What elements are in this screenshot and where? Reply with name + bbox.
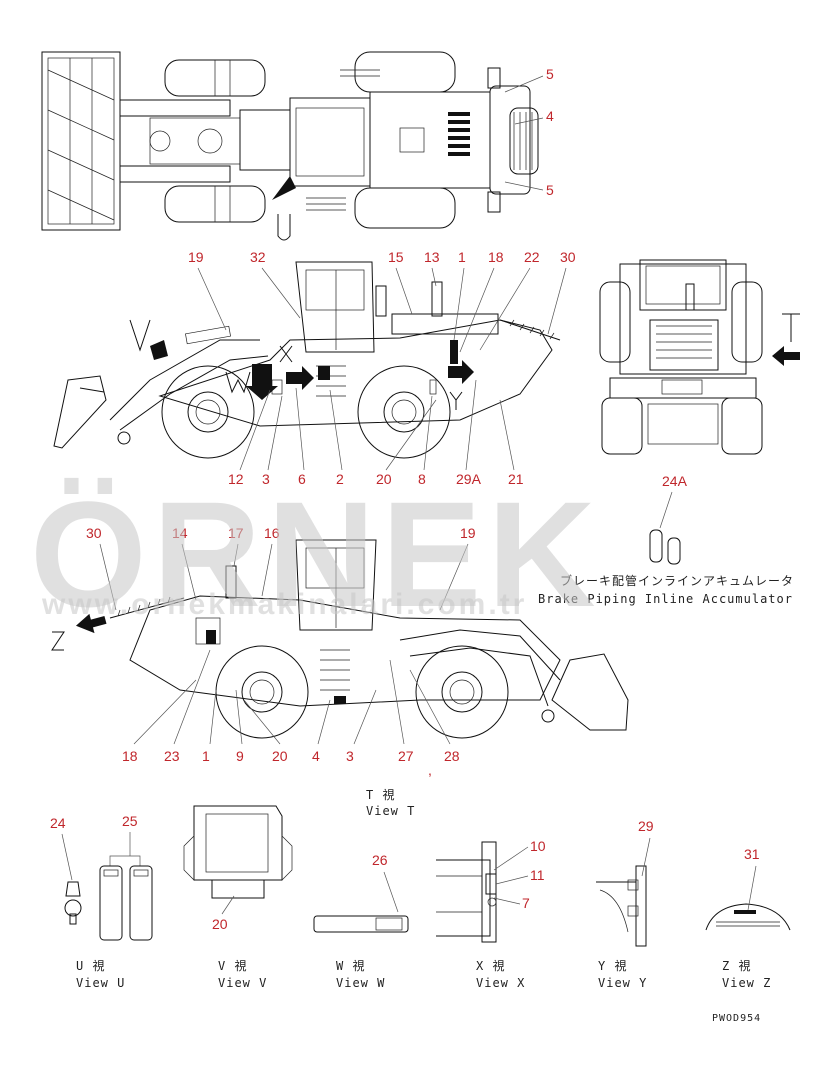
callout-9: 9 bbox=[236, 748, 244, 764]
callout-24: 24 bbox=[50, 815, 66, 831]
callout-3b: 3 bbox=[346, 748, 354, 764]
callout-14: 14 bbox=[172, 525, 188, 541]
callout-17: 17 bbox=[228, 525, 244, 541]
detail-view-x: 10 11 7 X 視 View X bbox=[436, 838, 546, 990]
side2-callouts: 30 14 17 16 19 18 23 1 9 20 4 3 27 28 , bbox=[86, 525, 476, 778]
callout-30: 30 bbox=[560, 249, 576, 265]
view-t-en: View T bbox=[366, 804, 415, 818]
callout-18b: 18 bbox=[122, 748, 138, 764]
callout-10: 10 bbox=[530, 838, 546, 854]
view-t-jp: T 視 bbox=[366, 787, 395, 802]
view-x-jp: X 視 bbox=[476, 958, 505, 973]
callout-6: 6 bbox=[298, 471, 306, 487]
callout-15: 15 bbox=[388, 249, 404, 265]
side-view-2-loader bbox=[51, 539, 629, 739]
callout-25: 25 bbox=[122, 813, 138, 829]
callout-24A: 24A bbox=[662, 473, 688, 489]
callout-1b: 1 bbox=[202, 748, 210, 764]
callout-22: 22 bbox=[524, 249, 540, 265]
watermark: ÖRNEK www.ornekmakinalari.com.tr bbox=[30, 470, 602, 638]
callout-11: 11 bbox=[530, 867, 545, 883]
callout-12: 12 bbox=[228, 471, 244, 487]
callout-19: 19 bbox=[188, 249, 204, 265]
callout-28: 28 bbox=[444, 748, 460, 764]
side1-callouts: 19 32 15 13 1 18 22 30 12 3 6 2 20 8 29A… bbox=[188, 249, 576, 487]
accumulator-detail: 24A ブレーキ配管インラインアキュムレータ Brake Piping Inli… bbox=[538, 473, 794, 606]
drawing-code: PWOD954 bbox=[712, 1013, 761, 1024]
view-v-jp: V 視 bbox=[218, 958, 247, 973]
side-view-1-loader bbox=[53, 261, 561, 459]
callout-19b: 19 bbox=[460, 525, 476, 541]
accumulator-caption-jp: ブレーキ配管インラインアキュムレータ bbox=[560, 573, 794, 588]
callout-26: 26 bbox=[372, 852, 388, 868]
callout-31: 31 bbox=[744, 846, 760, 862]
callout-1: 1 bbox=[458, 249, 466, 265]
view-x-en: View X bbox=[476, 976, 525, 990]
callout-4b: 4 bbox=[312, 748, 320, 764]
callout-20: 20 bbox=[376, 471, 392, 487]
view-u-jp: U 視 bbox=[76, 958, 105, 973]
callout-30b: 30 bbox=[86, 525, 102, 541]
view-z-en: View Z bbox=[722, 976, 771, 990]
callout-4: 4 bbox=[546, 108, 554, 124]
view-t-caption: T 視 View T bbox=[366, 787, 415, 818]
rear-view-loader bbox=[599, 259, 800, 455]
view-w-jp: W 視 bbox=[336, 958, 365, 973]
callout-16: 16 bbox=[264, 525, 280, 541]
detail-view-v: 20 V 視 View V bbox=[183, 805, 293, 990]
callout-2: 2 bbox=[336, 471, 344, 487]
callout-3: 3 bbox=[262, 471, 270, 487]
detail-view-z: 31 Z 視 View Z bbox=[705, 846, 791, 990]
watermark-logo: ÖRNEK bbox=[30, 470, 602, 638]
accumulator-caption-en: Brake Piping Inline Accumulator bbox=[538, 592, 793, 606]
detail-view-y: 29 Y 視 View Y bbox=[596, 818, 654, 990]
callout-23: 23 bbox=[164, 748, 180, 764]
callout-27: 27 bbox=[398, 748, 414, 764]
callout-21: 21 bbox=[508, 471, 524, 487]
callout-8: 8 bbox=[418, 471, 426, 487]
callout-29: 29 bbox=[638, 818, 654, 834]
watermark-url: www.ornekmakinalari.com.tr bbox=[41, 588, 527, 621]
top-view-loader bbox=[41, 51, 539, 241]
callout-5a: 5 bbox=[546, 66, 554, 82]
callout-29A: 29A bbox=[456, 471, 482, 487]
callout-13: 13 bbox=[424, 249, 440, 265]
callout-20c: 20 bbox=[212, 916, 228, 932]
callout-18: 18 bbox=[488, 249, 504, 265]
callout-5b: 5 bbox=[546, 182, 554, 198]
callout-32: 32 bbox=[250, 249, 266, 265]
callout-20b: 20 bbox=[272, 748, 288, 764]
top-callouts: 5 4 5 bbox=[504, 66, 554, 198]
stray-comma: , bbox=[428, 762, 432, 778]
view-y-en: View Y bbox=[598, 976, 647, 990]
view-v-en: View V bbox=[218, 976, 267, 990]
detail-view-w: 26 W 視 View W bbox=[313, 852, 409, 990]
view-w-en: View W bbox=[336, 976, 385, 990]
view-u-en: View U bbox=[76, 976, 125, 990]
view-y-jp: Y 視 bbox=[598, 958, 627, 973]
detail-view-u: 24 25 U 視 View U bbox=[50, 813, 153, 990]
view-z-jp: Z 視 bbox=[722, 958, 751, 973]
callout-7: 7 bbox=[522, 895, 530, 911]
